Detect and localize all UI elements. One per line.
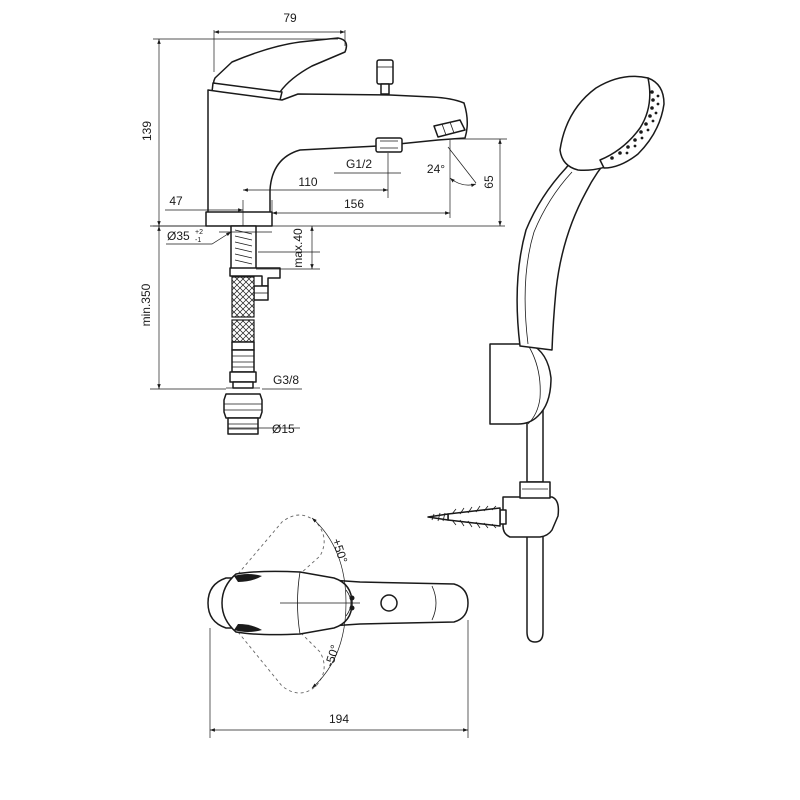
rotation-arc-minus (311, 602, 347, 689)
label-max40: max.40 (291, 228, 305, 268)
label-g38: G3/8 (273, 373, 299, 387)
diverter-knob (376, 59, 394, 85)
top-lever-cap-top (234, 574, 262, 582)
top-view: +50° -50° 194 (207, 514, 469, 738)
label-194: 194 (329, 712, 349, 726)
wall-plug (447, 507, 501, 527)
mounting-shank (230, 225, 257, 270)
label-110: 110 (298, 175, 317, 189)
flexible-hose-lower (231, 319, 255, 343)
hose-nut (223, 393, 263, 419)
dim-angle-24 (447, 146, 477, 184)
hand-shower-view (427, 75, 665, 643)
body-base (205, 211, 273, 227)
side-view: 79 139 65 G1/2 24° 110 47 156 Ø35 +2 -1 … (139, 11, 507, 436)
shower-face (599, 77, 665, 169)
label-d35-tol-plus: +2 (195, 229, 203, 236)
shower-handle (516, 137, 613, 351)
label-139: 139 (140, 121, 154, 141)
mixer-body (207, 89, 468, 214)
shower-nozzles (610, 90, 660, 160)
label-d35-tol-minus: -1 (195, 237, 201, 244)
label-d35: Ø35 (167, 229, 190, 243)
label-79: 79 (283, 11, 297, 25)
shower-holder (489, 343, 552, 425)
top-lever-cap-bottom (234, 624, 262, 632)
hose-connector (375, 137, 403, 153)
label-g12: G1/2 (346, 157, 372, 171)
label-156: 156 (344, 197, 364, 211)
lever-ghost-minus50 (237, 631, 325, 694)
shower-rail (526, 529, 544, 643)
label-min350: min.350 (139, 283, 153, 326)
label-minus50: -50° (322, 643, 342, 669)
label-d15: Ø15 (272, 422, 295, 436)
label-47: 47 (169, 194, 183, 208)
wall-screw (427, 513, 449, 521)
top-diverter-knob (380, 594, 398, 612)
flexible-hose-upper (231, 276, 255, 318)
label-65: 65 (482, 175, 496, 189)
label-plus50: +50° (329, 537, 350, 565)
label-24deg: 24° (427, 162, 445, 176)
wall-bracket (502, 496, 560, 538)
rotation-arc-plus (311, 517, 347, 604)
dim-leader-d35 (166, 231, 232, 245)
lever-ghost-plus50 (237, 514, 325, 575)
hose-ferrule (231, 349, 255, 373)
